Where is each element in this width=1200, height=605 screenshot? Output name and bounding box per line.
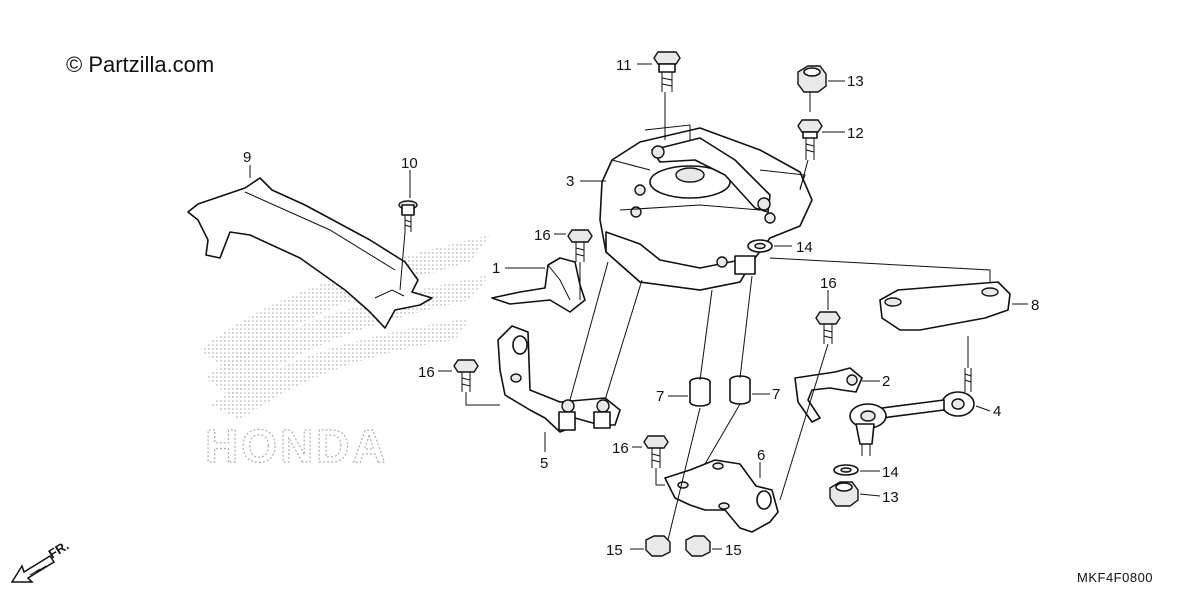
part-15-nut-a[interactable] [645,535,671,557]
part-13-nut-lower[interactable] [829,481,859,507]
assembly-guide-lines [399,92,991,541]
callout-8[interactable]: 8 [1031,297,1039,314]
callout-leaders [249,63,1028,550]
copyright-text: © Partzilla.com [66,52,215,77]
callout-13-lower[interactable]: 13 [882,489,899,506]
callout-14-lower[interactable]: 14 [882,464,899,481]
part-16-bolt-a[interactable] [567,229,593,262]
part-14-washer-upper[interactable] [747,239,773,253]
part-14-washer-lower[interactable] [833,464,859,476]
part-12-bolt[interactable] [797,119,823,160]
part-10-bolt[interactable] [398,200,418,232]
part-4-tie-rod[interactable] [849,368,975,456]
callout-4[interactable]: 4 [993,403,1001,420]
diagram-code: MKF4F0800 [1077,570,1154,585]
honda-watermark-text: HONDA [204,419,389,472]
callout-labels: 11 13 12 3 9 10 16 14 1 16 8 16 2 7 7 4 … [243,57,1039,559]
callout-13-top[interactable]: 13 [847,73,864,90]
part-7-collar-b[interactable] [729,375,751,405]
part-6-lower-mount[interactable] [664,459,779,533]
callout-15-a[interactable]: 15 [606,542,623,559]
part-16-bolt-d[interactable] [643,435,669,468]
callout-16-a[interactable]: 16 [534,227,551,244]
part-9-cover-arm[interactable] [187,177,433,329]
front-direction-indicator: FR. [10,538,71,583]
callout-3[interactable]: 3 [566,173,574,190]
part-11-bolt[interactable] [653,51,681,92]
part-5-lower-bracket[interactable] [497,325,621,433]
callout-11[interactable]: 11 [616,57,632,74]
part-8-bridge-plate[interactable] [879,281,1011,331]
callout-12[interactable]: 12 [847,125,864,142]
front-arrow-icon [10,554,56,583]
callout-6[interactable]: 6 [757,447,765,464]
callout-9[interactable]: 9 [243,149,251,166]
part-15-nut-b[interactable] [685,535,711,557]
callout-16-b[interactable]: 16 [418,364,435,381]
callout-2[interactable]: 2 [882,373,890,390]
part-13-nut-top[interactable] [797,65,827,93]
callout-7-b[interactable]: 7 [772,386,780,403]
part-1-clip-bracket[interactable] [491,257,586,313]
part-3-damper-arm[interactable] [651,137,771,213]
callout-15-b[interactable]: 15 [725,542,742,559]
callout-16-c[interactable]: 16 [820,275,837,292]
callout-14-upper[interactable]: 14 [796,239,813,256]
part-2-rod-clip[interactable] [794,367,863,423]
part-7-collar-a[interactable] [689,377,711,407]
callout-1[interactable]: 1 [492,260,500,277]
part-16-bolt-b[interactable] [453,359,479,392]
callout-16-d[interactable]: 16 [612,440,629,457]
part-16-bolt-c[interactable] [815,311,841,344]
callout-10[interactable]: 10 [401,155,418,172]
svg-text:HONDA: HONDA [205,420,389,472]
callout-5[interactable]: 5 [540,455,548,472]
callout-7-a[interactable]: 7 [656,388,664,405]
